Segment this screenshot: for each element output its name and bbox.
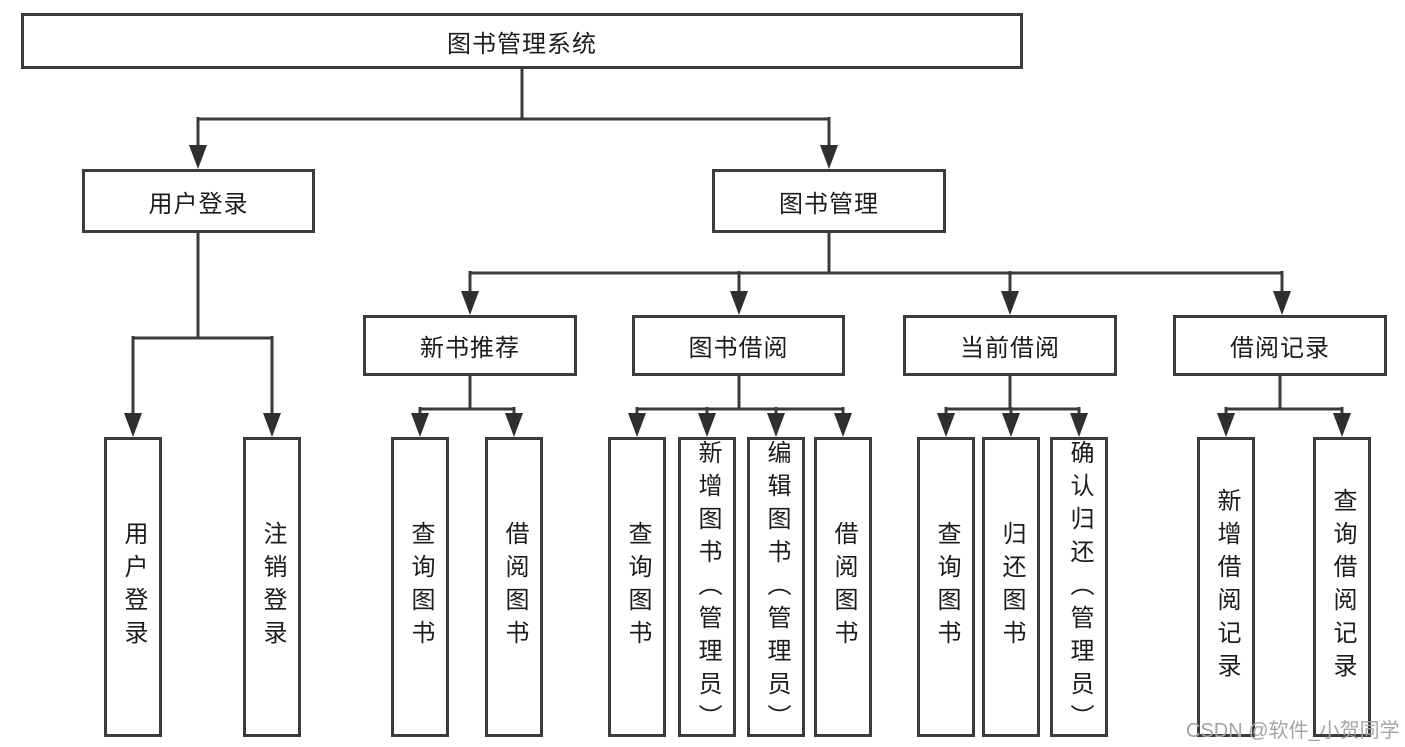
node-label: 新增借阅记录: [1213, 488, 1240, 686]
node-leaf-query-books-2: 查询图书: [608, 437, 666, 737]
node-label: 用户登录: [148, 190, 249, 218]
node-book-borrowing: 图书借阅: [632, 315, 845, 376]
node-leaf-query-books-1: 查询图书: [391, 437, 449, 737]
node-leaf-borrow-books-2: 借阅图书: [814, 437, 872, 737]
node-label: 借阅图书: [501, 521, 528, 653]
node-label: 新书推荐: [420, 335, 520, 362]
node-label: 编辑图书（管理员）: [763, 440, 790, 737]
node-label: 归还图书: [998, 521, 1025, 653]
node-book-management: 图书管理: [712, 169, 946, 233]
node-leaf-confirm-return-admin: 确认归还（管理员）: [1050, 437, 1108, 737]
node-leaf-borrow-books-1: 借阅图书: [485, 437, 543, 737]
node-label: 查询图书: [624, 521, 651, 653]
node-label: 当前借阅: [960, 335, 1060, 362]
node-label: 图书借阅: [688, 335, 789, 362]
csdn-watermark: CSDN @软件_小贺同学: [1186, 720, 1400, 742]
node-user-login: 用户登录: [82, 169, 315, 233]
node-label: 查询借阅记录: [1329, 488, 1356, 686]
node-leaf-query-borrow-record: 查询借阅记录: [1313, 437, 1371, 737]
node-label: 新增图书（管理员）: [694, 440, 721, 737]
node-leaf-query-books-3: 查询图书: [917, 437, 975, 737]
node-leaf-edit-books-admin: 编辑图书（管理员）: [747, 437, 805, 737]
node-leaf-add-borrow-record: 新增借阅记录: [1197, 437, 1255, 737]
node-label: 借阅记录: [1230, 335, 1330, 362]
node-new-book-recommend: 新书推荐: [363, 315, 577, 376]
node-label: 借阅图书: [830, 521, 857, 653]
node-leaf-return-books: 归还图书: [982, 437, 1040, 737]
node-label: 注销登录: [259, 521, 286, 653]
node-leaf-user-login: 用户登录: [104, 437, 162, 737]
node-label: 查询图书: [407, 521, 434, 653]
arrowheads: [124, 145, 1351, 437]
node-current-borrowing: 当前借阅: [903, 315, 1117, 376]
node-label: 图书管理系统: [447, 30, 597, 58]
node-leaf-add-books-admin: 新增图书（管理员）: [678, 437, 736, 737]
node-leaf-logout: 注销登录: [243, 437, 301, 737]
node-label: 用户登录: [120, 521, 147, 653]
node-label: 确认归还（管理员）: [1066, 440, 1093, 737]
node-borrowing-records: 借阅记录: [1173, 315, 1387, 376]
node-library-management-system: 图书管理系统: [21, 13, 1023, 69]
node-label: 图书管理: [779, 190, 879, 218]
node-label: 查询图书: [933, 521, 960, 653]
